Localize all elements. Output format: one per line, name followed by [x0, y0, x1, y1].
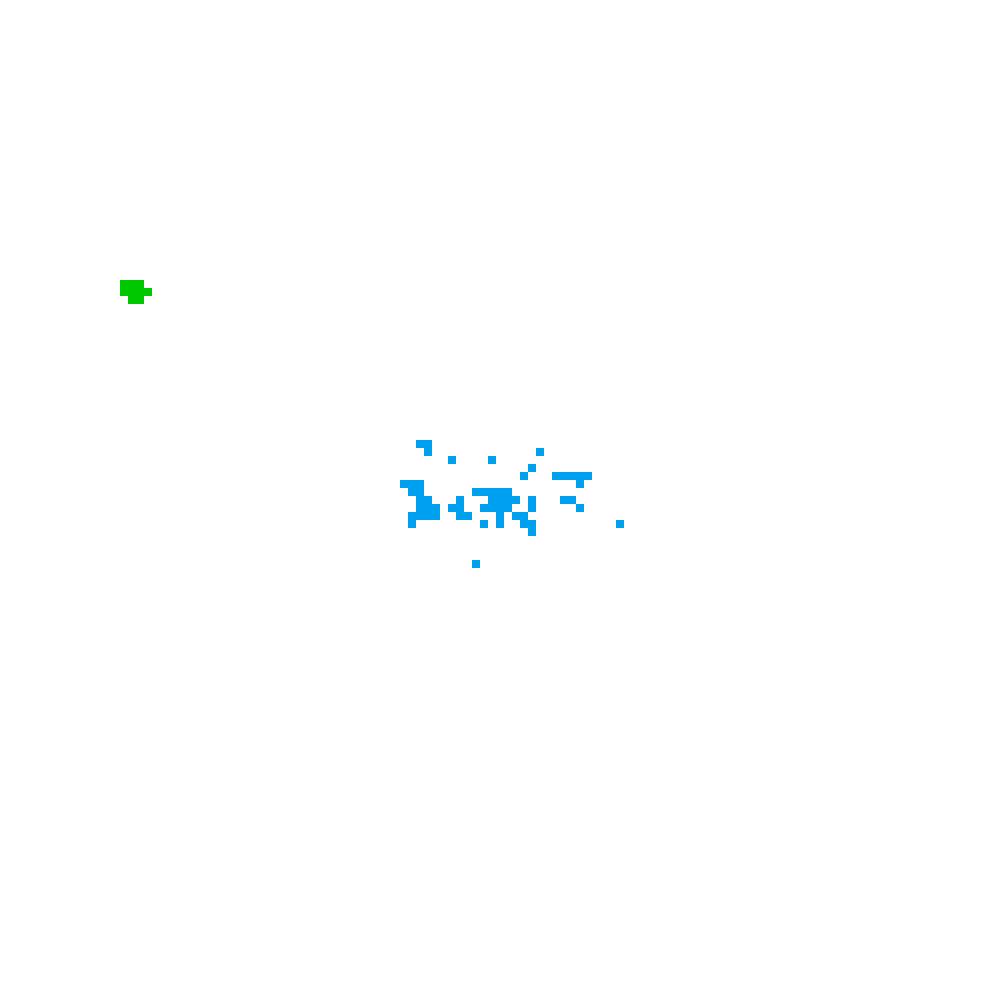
particle-cluster-cell: [504, 496, 512, 504]
particle-cluster-cell: [424, 504, 432, 512]
particle-cluster-cell: [432, 512, 440, 520]
particle-cluster-cell: [408, 512, 416, 520]
particle-cluster-cell: [528, 528, 536, 536]
particle-cluster-cell: [448, 456, 456, 464]
player-blob-cell: [128, 280, 136, 288]
player-blob-cell: [136, 296, 144, 304]
particle-cluster-cell: [528, 464, 536, 472]
particle-cluster-cell: [520, 520, 528, 528]
particle-cluster-cell: [488, 488, 496, 496]
particle-cluster-cell: [576, 472, 584, 480]
particle-cluster-cell: [416, 512, 424, 520]
particle-cluster-cell: [424, 512, 432, 520]
particle-cluster-cell: [480, 504, 488, 512]
particle-cluster-cell: [408, 520, 416, 528]
particle-cluster-cell: [408, 480, 416, 488]
player-layer: [120, 280, 152, 304]
player-blob-cell: [120, 280, 128, 288]
particle-cluster-cell: [560, 472, 568, 480]
particle-cluster-cell: [400, 480, 408, 488]
particle-layer: [400, 440, 624, 568]
particle-cluster-cell: [576, 504, 584, 512]
particle-cluster-cell: [504, 504, 512, 512]
particle-cluster-cell: [472, 488, 480, 496]
particle-cluster-cell: [528, 496, 536, 504]
particle-cluster-cell: [424, 440, 432, 448]
particle-cluster-cell: [552, 472, 560, 480]
particle-cluster-cell: [584, 472, 592, 480]
particle-cluster-cell: [520, 472, 528, 480]
particle-cluster-cell: [504, 488, 512, 496]
particle-cluster-cell: [568, 496, 576, 504]
particle-cluster-cell: [536, 448, 544, 456]
particle-cluster-cell: [488, 456, 496, 464]
particle-cluster-cell: [424, 496, 432, 504]
particle-cluster-cell: [464, 512, 472, 520]
particle-cluster-cell: [456, 496, 464, 504]
particle-cluster-cell: [416, 504, 424, 512]
particle-cluster-cell: [416, 488, 424, 496]
particle-cluster-cell: [568, 472, 576, 480]
particle-cluster-cell: [520, 512, 528, 520]
particle-cluster-cell: [456, 512, 464, 520]
particle-cluster-cell: [416, 440, 424, 448]
particle-cluster-cell: [488, 504, 496, 512]
player-blob-cell: [128, 296, 136, 304]
particle-cluster-cell: [472, 560, 480, 568]
particle-cluster-cell: [456, 504, 464, 512]
particle-cluster-cell: [496, 504, 504, 512]
particle-cluster-cell: [512, 496, 520, 504]
particle-cluster-cell: [496, 520, 504, 528]
particle-cluster-cell: [448, 504, 456, 512]
particle-cluster-cell: [432, 504, 440, 512]
player-blob-cell: [136, 288, 144, 296]
player-blob-cell: [144, 288, 152, 296]
particle-cluster-cell: [416, 496, 424, 504]
particle-cluster-cell: [616, 520, 624, 528]
player-blob-cell: [128, 288, 136, 296]
particle-cluster-cell: [560, 496, 568, 504]
particle-cluster-cell: [528, 520, 536, 528]
particle-cluster-cell: [496, 488, 504, 496]
particle-cluster-cell: [496, 496, 504, 504]
particle-cluster-cell: [528, 504, 536, 512]
player-blob-cell: [120, 288, 128, 296]
particle-cluster-cell: [488, 496, 496, 504]
particle-cluster-cell: [496, 512, 504, 520]
particle-cluster-cell: [480, 488, 488, 496]
particle-cluster-cell: [512, 512, 520, 520]
player-blob-cell: [136, 280, 144, 288]
particle-cluster-cell: [424, 448, 432, 456]
particle-cluster-cell: [416, 480, 424, 488]
particle-cluster-cell: [480, 520, 488, 528]
particle-cluster-cell: [408, 488, 416, 496]
particle-cluster-cell: [576, 480, 584, 488]
